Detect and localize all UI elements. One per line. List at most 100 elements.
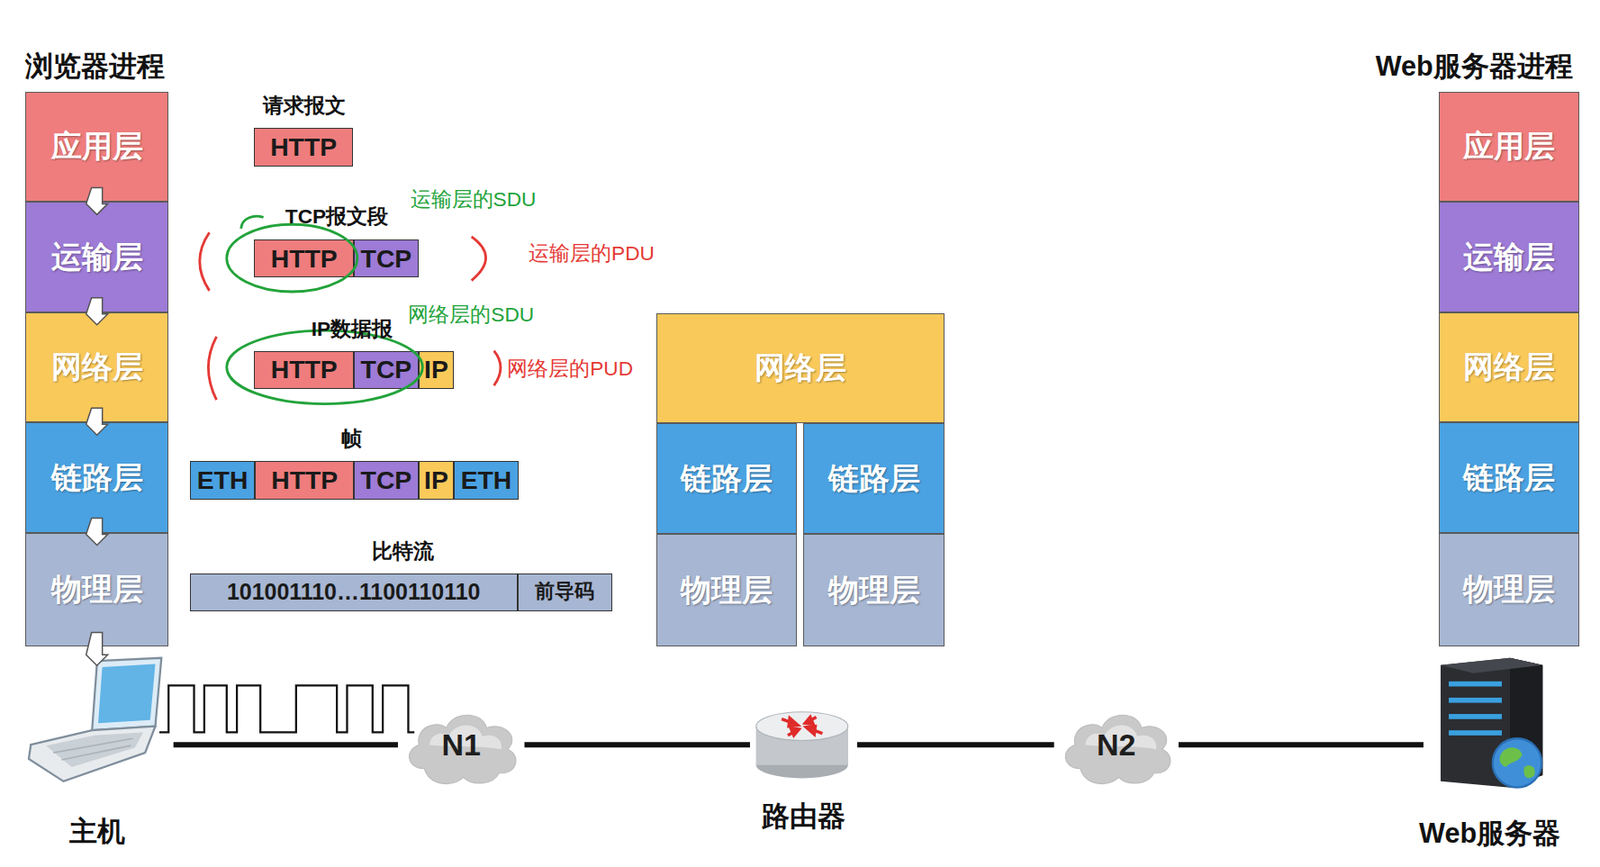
layer-name: 网络层	[754, 351, 847, 385]
flow-arrow	[86, 187, 109, 215]
router-icon	[756, 712, 849, 779]
layer-box: 物理层	[1438, 533, 1580, 648]
field-name: HTTP	[271, 355, 338, 384]
device-node: 路由器	[750, 704, 858, 832]
network-link	[857, 744, 1055, 746]
stack-title: 浏览器进程	[25, 51, 165, 82]
packet-field: HTTP	[254, 461, 354, 500]
layer-box: 应用层	[25, 91, 169, 202]
packet-field: IP	[418, 461, 455, 500]
pdu-bracket	[207, 336, 217, 400]
layer-box: 应用层	[1438, 91, 1580, 202]
layer-box: 网络层	[656, 313, 946, 424]
layer-name: 链路层	[1463, 461, 1555, 495]
sdu-hook	[241, 216, 264, 229]
packet-field: HTTP	[253, 239, 354, 278]
packet-field: ETH	[453, 461, 518, 500]
pdu-bracket	[494, 351, 501, 387]
device-label: 路由器	[761, 801, 846, 832]
server-icon	[1440, 658, 1543, 788]
layer-box: 物理层	[656, 533, 797, 648]
sdu-ellipse	[226, 330, 424, 405]
field-name: HTTP	[271, 244, 338, 273]
field-name: ETH	[197, 466, 249, 495]
network-name: N1	[442, 728, 481, 762]
stack-title: Web服务器进程	[1375, 51, 1573, 82]
link-line	[1178, 741, 1424, 748]
layer-name: 链路层	[680, 461, 773, 496]
sdu-note: 网络层的SDU	[407, 303, 534, 326]
field-name: IP	[424, 466, 449, 495]
packet-field: 101001110…1100110110	[189, 573, 518, 612]
packet-field: IP	[418, 351, 455, 389]
packet-field: 前导码	[517, 573, 613, 612]
sdu-ellipse	[226, 224, 358, 292]
field-name: ETH	[461, 466, 513, 495]
network-link	[524, 744, 750, 746]
device-label: Web服务器	[1419, 818, 1561, 850]
field-name: TCP	[361, 355, 413, 384]
field-name: HTTP	[271, 466, 338, 495]
device-label: 主机	[69, 816, 126, 848]
cloud-outline	[409, 714, 516, 784]
network-cloud: N2	[1054, 702, 1179, 788]
layer-box: 运输层	[1438, 201, 1580, 312]
layer-name: 链路层	[51, 461, 144, 495]
network-link	[173, 744, 398, 746]
field-name: HTTP	[270, 133, 337, 162]
layer-name: 物理层	[1463, 572, 1555, 606]
field-name: TCP	[361, 244, 413, 273]
pdu-note: 运输层的PDU	[528, 242, 655, 265]
layer-box: 运输层	[25, 201, 169, 312]
layer-name: 物理层	[680, 573, 773, 607]
flow-arrow	[86, 632, 109, 666]
layer-box: 链路层	[803, 423, 946, 534]
flow-arrow	[86, 407, 109, 435]
packet-field: TCP	[353, 239, 418, 278]
field-name: IP	[424, 355, 449, 384]
layer-name: 应用层	[51, 129, 144, 163]
link-line	[173, 741, 398, 748]
packet-field: HTTP	[253, 351, 354, 389]
network-name: N2	[1096, 728, 1136, 762]
layer-box: 网络层	[1438, 312, 1580, 423]
unit-name: 比特流	[371, 540, 434, 563]
unit-name: IP数据报	[311, 316, 393, 340]
layer-name: 物理层	[51, 572, 144, 606]
network-cloud: N1	[397, 702, 525, 788]
cloud-outline	[1065, 714, 1170, 784]
field-name: 101001110…1100110110	[226, 579, 480, 605]
laptop-icon	[28, 658, 162, 782]
packet-field: TCP	[353, 461, 418, 500]
unit-name: 帧	[341, 427, 362, 451]
pdu-note: 网络层的PUD	[506, 357, 633, 380]
packet-field: HTTP	[253, 127, 353, 167]
layer-box: 物理层	[25, 533, 169, 648]
field-name: TCP	[361, 466, 413, 495]
signal-wave	[159, 685, 415, 733]
unit-name: TCP报文段	[285, 205, 389, 228]
pdu-bracket	[199, 232, 210, 291]
layer-box: 链路层	[656, 423, 797, 534]
layer-name: 运输层	[51, 240, 144, 274]
unit-name: 请求报文	[262, 93, 346, 117]
layer-box: 网络层	[25, 312, 169, 423]
layer-name: 网络层	[1463, 350, 1555, 384]
flow-arrow	[86, 298, 109, 326]
device-node: Web服务器	[1423, 644, 1556, 850]
layer-name: 运输层	[1463, 240, 1555, 274]
link-line	[524, 741, 750, 748]
link-line	[857, 741, 1055, 748]
device-node: 主机	[20, 652, 174, 847]
layer-name: 应用层	[1463, 129, 1555, 163]
field-name: 前导码	[534, 581, 595, 604]
pdu-bracket	[471, 236, 487, 281]
layer-name: 网络层	[51, 350, 144, 384]
network-link	[1178, 744, 1424, 746]
layer-box: 链路层	[25, 422, 169, 533]
layer-box: 物理层	[803, 533, 946, 648]
